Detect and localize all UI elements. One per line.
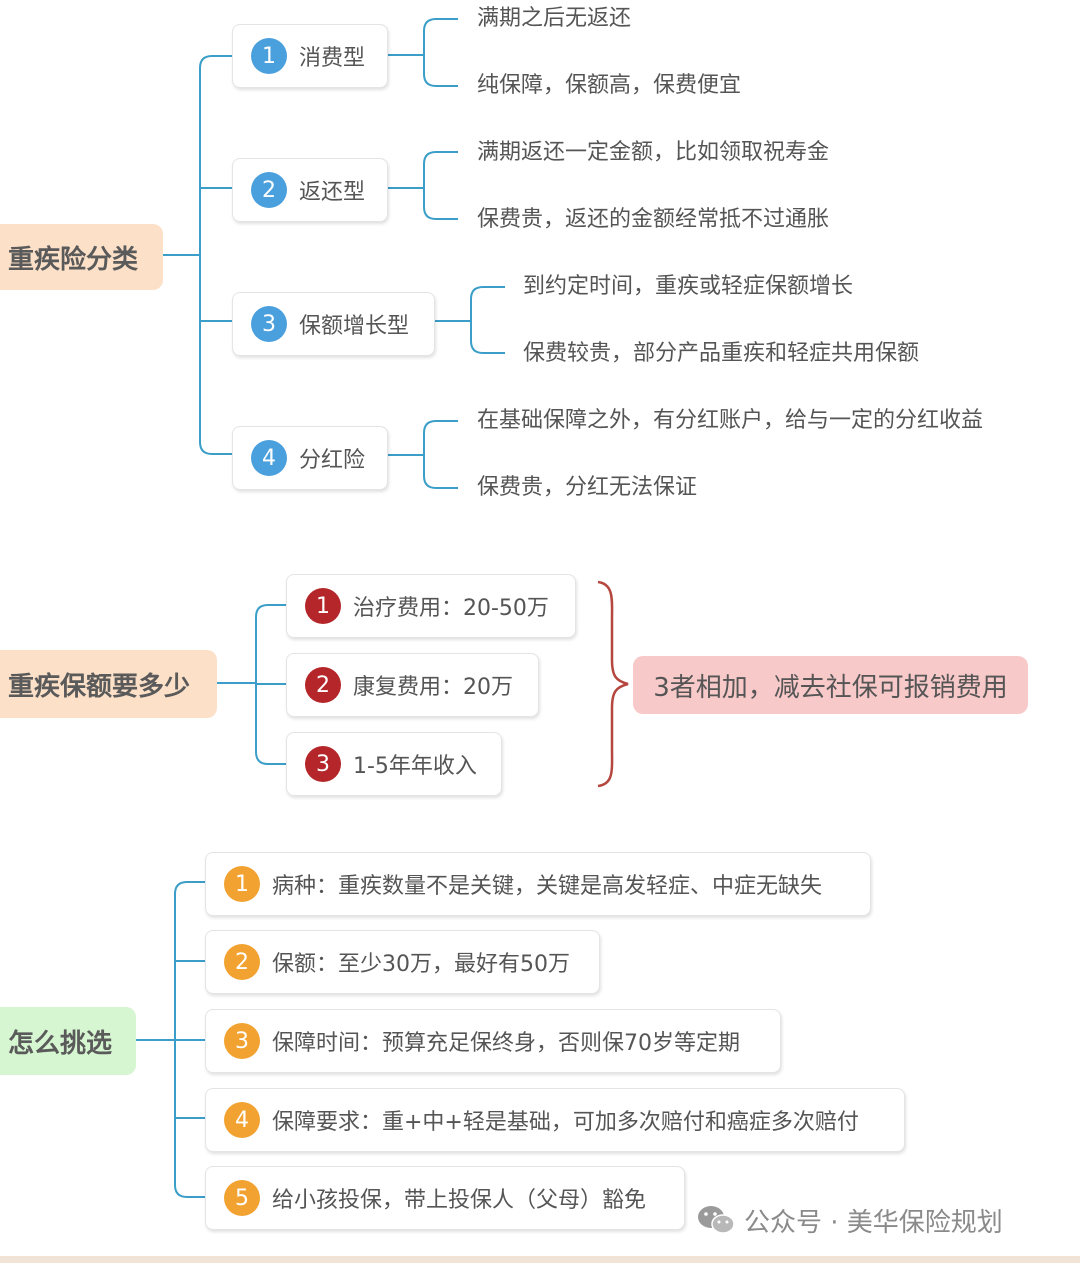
branch-consumption-type: 1 消费型 [232,24,388,88]
number-badge-2: 2 [305,667,341,703]
connector-line [470,286,505,354]
branch-label: 返还型 [299,180,366,205]
number-badge-2: 2 [251,172,287,208]
summary-box: 3者相加，减去社保可报销费用 [633,656,1028,714]
wechat-icon [698,1206,735,1234]
summary-text: 3者相加，减去社保可报销费用 [653,672,1008,703]
root-node-coverage-amount: 重疾保额要多少 [0,650,217,718]
number-badge-2: 2 [224,944,260,980]
root-node-classification: 重疾险分类 [0,224,163,290]
number-badge-1: 1 [305,588,341,624]
leaf-text: 满期之后无返还 [477,6,632,31]
root-node-how-to-choose: 怎么挑选 [0,1007,136,1075]
leaf-text: 满期返还一定金额，比如领取祝寿金 [477,140,830,165]
number-badge-4: 4 [224,1102,260,1138]
connector-line [423,420,458,489]
branch-label: 保额增长型 [299,314,410,339]
number-badge-3: 3 [251,306,287,342]
leaf-text: 纯保障，保额高，保费便宜 [477,73,742,98]
number-badge-3: 3 [305,746,341,782]
connector-line [199,55,213,455]
branch-label: 康复费用：20万 [353,675,513,700]
connector-line [423,151,458,220]
branch-disease-types: 1 病种：重疾数量不是关键，关键是高发轻症、中症无缺失 [205,852,871,916]
root-label: 重疾保额要多少 [8,671,191,702]
branch-label: 保障时间：预算充足保终身，否则保70岁等定期 [272,1031,740,1056]
branch-return-type: 2 返还型 [232,158,388,222]
branch-label: 病种：重疾数量不是关键，关键是高发轻症、中症无缺失 [272,874,823,899]
branch-dividend-type: 4 分红险 [232,426,388,490]
root-label: 怎么挑选 [8,1028,113,1059]
branch-label: 1-5年年收入 [353,754,477,779]
root-label: 重疾险分类 [8,244,139,275]
branch-treatment-cost: 1 治疗费用：20-50万 [286,574,576,638]
leaf-text: 保费较贵，部分产品重疾和轻症共用保额 [523,341,920,366]
number-badge-1: 1 [251,38,287,74]
number-badge-3: 3 [224,1023,260,1059]
leaf-text: 在基础保障之外，有分红账户，给与一定的分红收益 [477,408,984,433]
branch-coverage-requirements: 4 保障要求：重+中+轻是基础，可加多次赔付和癌症多次赔付 [205,1088,905,1152]
branch-label: 保额：至少30万，最好有50万 [272,952,570,977]
leaf-text: 保费贵，分红无法保证 [477,475,698,500]
branch-increasing-coverage-type: 3 保额增长型 [232,292,435,356]
branch-coverage-period: 3 保障时间：预算充足保终身，否则保70岁等定期 [205,1009,781,1073]
branch-coverage-amount: 2 保额：至少30万，最好有50万 [205,930,600,994]
number-badge-5: 5 [224,1180,260,1216]
branch-label: 分红险 [299,448,366,473]
watermark-text: 公众号 · 美华保险规划 [744,1207,1003,1238]
leaf-text: 到约定时间，重疾或轻症保额增长 [523,274,854,299]
number-badge-1: 1 [224,866,260,902]
branch-label: 保障要求：重+中+轻是基础，可加多次赔付和癌症多次赔付 [272,1110,859,1135]
summary-brace [597,580,629,788]
branch-label: 治疗费用：20-50万 [353,596,549,621]
branch-annual-income: 3 1-5年年收入 [286,732,502,796]
watermark: 公众号 · 美华保险规划 [696,1200,1003,1240]
branch-child-waiver: 5 给小孩投保，带上投保人（父母）豁免 [205,1166,685,1230]
leaf-text: 保费贵，返还的金额经常抵不过通胀 [477,207,830,232]
connector-line [174,881,205,1198]
connector-line [423,18,458,87]
connector-line [255,604,286,765]
branch-label: 消费型 [299,46,366,71]
bottom-strip [0,1256,1080,1263]
branch-rehab-cost: 2 康复费用：20万 [286,653,539,717]
number-badge-4: 4 [251,440,287,476]
branch-label: 给小孩投保，带上投保人（父母）豁免 [272,1188,647,1213]
